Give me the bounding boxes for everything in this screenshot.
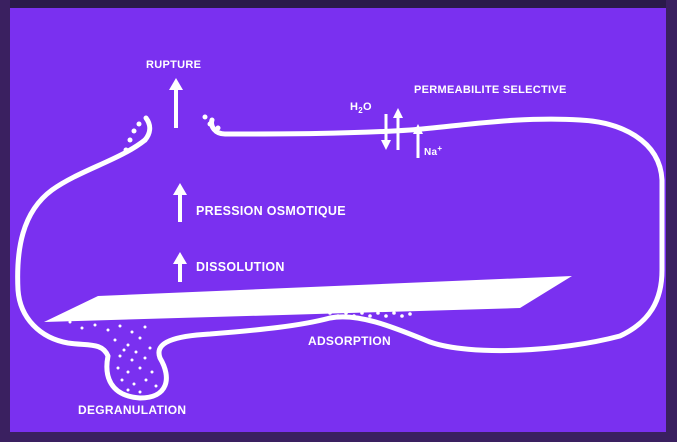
rupture-bead	[215, 125, 221, 131]
slide-border-right	[666, 0, 677, 442]
slide-border-top	[0, 0, 677, 8]
rupture-bead	[131, 128, 137, 134]
rupture-left-end	[142, 115, 153, 143]
adsorption-label: ADSORPTION	[308, 334, 391, 348]
slide-border-bottom	[0, 432, 677, 442]
na-main: Na	[424, 147, 438, 158]
rupture-bead	[123, 147, 129, 153]
h2o-main: H	[350, 101, 358, 113]
rupture-bead	[136, 121, 142, 127]
degranulation-label: DEGRANULATION	[78, 403, 186, 417]
pression-arrow	[173, 183, 187, 222]
dissolution-arrow	[173, 252, 187, 282]
h2o-arrow	[381, 108, 403, 150]
adsorption-dots	[328, 311, 412, 318]
h2o-sub: 2	[358, 106, 363, 115]
h2o-end: O	[363, 101, 372, 113]
permeabilite-label: PERMEABILITE SELECTIVE	[414, 84, 567, 96]
rupture-arrow	[169, 78, 183, 128]
na-label: Na+	[424, 144, 442, 158]
rupture-label: RUPTURE	[146, 59, 201, 71]
cell-membrane	[15, 116, 665, 401]
pression-label: PRESSION OSMOTIQUE	[196, 204, 346, 218]
rupture-bead	[127, 137, 133, 143]
rupture-bead	[207, 121, 213, 127]
na-arrow	[413, 124, 423, 158]
h2o-label: H2O	[350, 101, 372, 115]
slide-border-left	[0, 0, 10, 442]
dissolution-label: DISSOLUTION	[196, 260, 285, 274]
na-sup: +	[437, 144, 442, 153]
crystal-plate	[44, 276, 572, 322]
degranulation-granules	[68, 320, 158, 394]
rupture-bead	[202, 114, 208, 120]
